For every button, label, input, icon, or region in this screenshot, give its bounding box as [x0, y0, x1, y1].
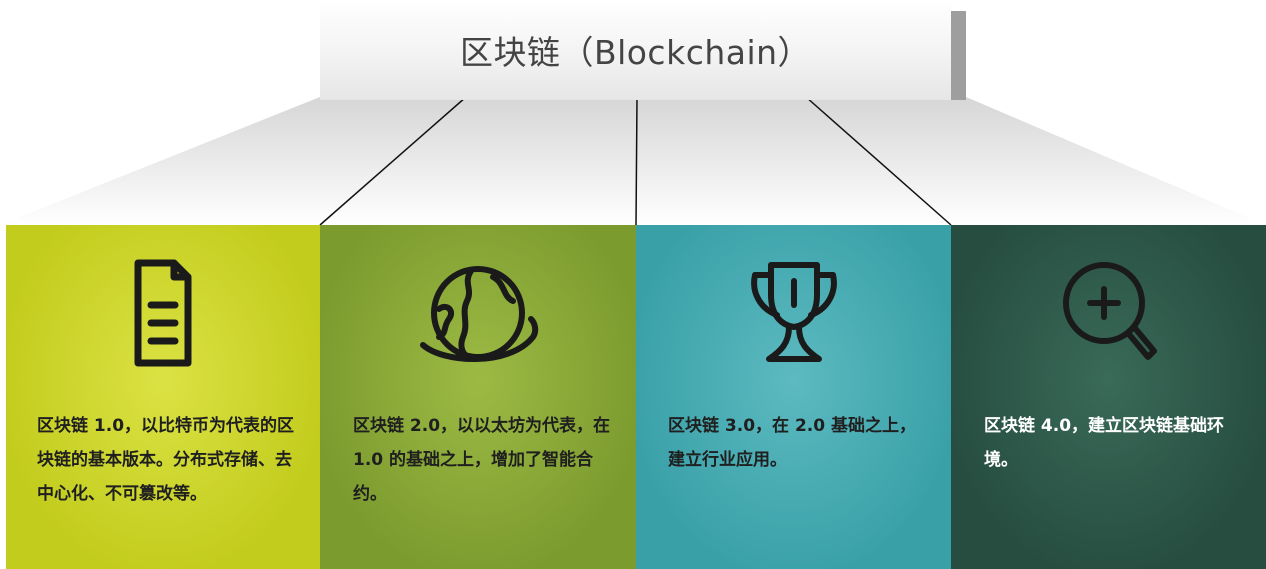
title-tab: [951, 11, 966, 100]
stage-description: 区块链 4.0，建立区块链基础环境。: [984, 416, 1225, 470]
stage-description: 区块链 2.0，以以太坊为代表，在 1.0 的基础之上，增加了智能合约。: [353, 416, 611, 504]
fan-connector: [0, 96, 1266, 226]
stage-description: 区块链 3.0，在 2.0 基础之上，建立行业应用。: [668, 416, 916, 470]
globe-icon: [420, 266, 539, 362]
connector-line-1: [319, 96, 467, 226]
stage-panel-4: 区块链 4.0，建立区块链基础环境。: [951, 225, 1266, 569]
stage-panel-1: 区块链 1.0，以比特币为代表的区块链的基本版本。分布式存储、去中心化、不可篡改…: [6, 225, 320, 569]
connector-line-2: [635, 96, 638, 226]
trophy-icon: [750, 262, 837, 362]
stage-panel-2: 区块链 2.0，以以太坊为代表，在 1.0 的基础之上，增加了智能合约。: [320, 225, 636, 569]
zoom-in-icon: [1062, 262, 1157, 360]
stage-panel-3: 区块链 3.0，在 2.0 基础之上，建立行业应用。: [636, 225, 951, 569]
stage-description: 区块链 1.0，以比特币为代表的区块链的基本版本。分布式存储、去中心化、不可篡改…: [37, 416, 295, 504]
title-box: 区块链（Blockchain）: [320, 0, 951, 100]
fan-shade: [0, 97, 1266, 225]
title-text: 区块链（Blockchain）: [459, 33, 812, 72]
document-icon: [134, 259, 192, 367]
connector-line-3: [805, 96, 952, 226]
